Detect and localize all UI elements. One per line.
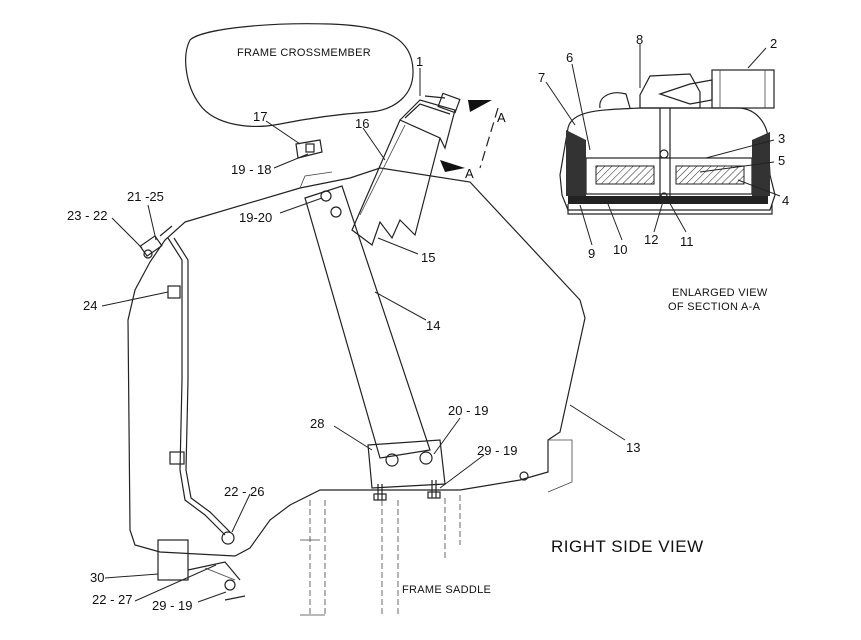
leader-lines bbox=[101, 44, 781, 603]
callout-10: 10 bbox=[613, 242, 627, 257]
callout-2: 2 bbox=[770, 36, 777, 51]
callout-8: 8 bbox=[636, 32, 643, 47]
enlarged-view-label-2: OF SECTION A-A bbox=[668, 301, 761, 313]
callout-19-20: 19-20 bbox=[239, 210, 272, 225]
callout-6: 6 bbox=[566, 50, 573, 65]
callout-17: 17 bbox=[253, 109, 267, 124]
lower-bracket-30 bbox=[157, 539, 246, 601]
callout-12: 12 bbox=[644, 232, 658, 247]
section-arrow-icon: A A bbox=[440, 100, 506, 181]
callout-20-19: 20 - 19 bbox=[448, 403, 488, 418]
callout-16: 16 bbox=[355, 116, 369, 131]
callout-1: 1 bbox=[416, 54, 423, 69]
right-side-view-title: RIGHT SIDE VIEW bbox=[551, 537, 704, 556]
enlarged-view-label-1: ENLARGED VIEW bbox=[672, 287, 768, 299]
callouts: 1 2 3 4 5 6 7 8 9 10 11 12 13 14 15 16 1… bbox=[67, 32, 789, 613]
callout-24: 24 bbox=[83, 298, 97, 313]
callout-13: 13 bbox=[626, 440, 640, 455]
tube-14 bbox=[304, 185, 431, 459]
callout-3: 3 bbox=[778, 131, 785, 146]
callout-21-25: 21 -25 bbox=[127, 189, 164, 204]
callout-29-19-upper: 29 - 19 bbox=[477, 443, 517, 458]
callout-19-18: 19 - 18 bbox=[231, 162, 271, 177]
callout-11: 11 bbox=[680, 234, 694, 249]
callout-9: 9 bbox=[588, 246, 595, 261]
hose-line bbox=[167, 237, 235, 545]
callout-7: 7 bbox=[538, 70, 545, 85]
callout-5: 5 bbox=[778, 153, 785, 168]
enlarged-section-view: ENLARGED VIEW OF SECTION A-A bbox=[559, 69, 776, 313]
callout-4: 4 bbox=[782, 193, 789, 208]
frame-crossmember-label: FRAME CROSSMEMBER bbox=[237, 47, 371, 59]
frame-saddle: FRAME SADDLE bbox=[300, 495, 491, 616]
callout-30: 30 bbox=[90, 570, 104, 585]
frame-crossmember: FRAME CROSSMEMBER bbox=[185, 23, 414, 127]
plate-17 bbox=[295, 139, 323, 159]
callout-22-27: 22 - 27 bbox=[92, 592, 132, 607]
callout-28: 28 bbox=[310, 416, 324, 431]
fitting-21-25 bbox=[139, 225, 173, 259]
callout-14: 14 bbox=[426, 318, 440, 333]
section-marker-upper: A bbox=[497, 110, 506, 125]
callout-15: 15 bbox=[421, 250, 435, 265]
callout-29-19-lower: 29 - 19 bbox=[152, 598, 192, 613]
callout-22-26: 22 - 26 bbox=[224, 484, 264, 499]
callout-23-22: 23 - 22 bbox=[67, 208, 107, 223]
cylinder-15 bbox=[351, 92, 461, 246]
section-marker-lower: A bbox=[465, 166, 474, 181]
frame-saddle-label: FRAME SADDLE bbox=[402, 584, 491, 596]
mounting-bracket bbox=[127, 167, 586, 557]
